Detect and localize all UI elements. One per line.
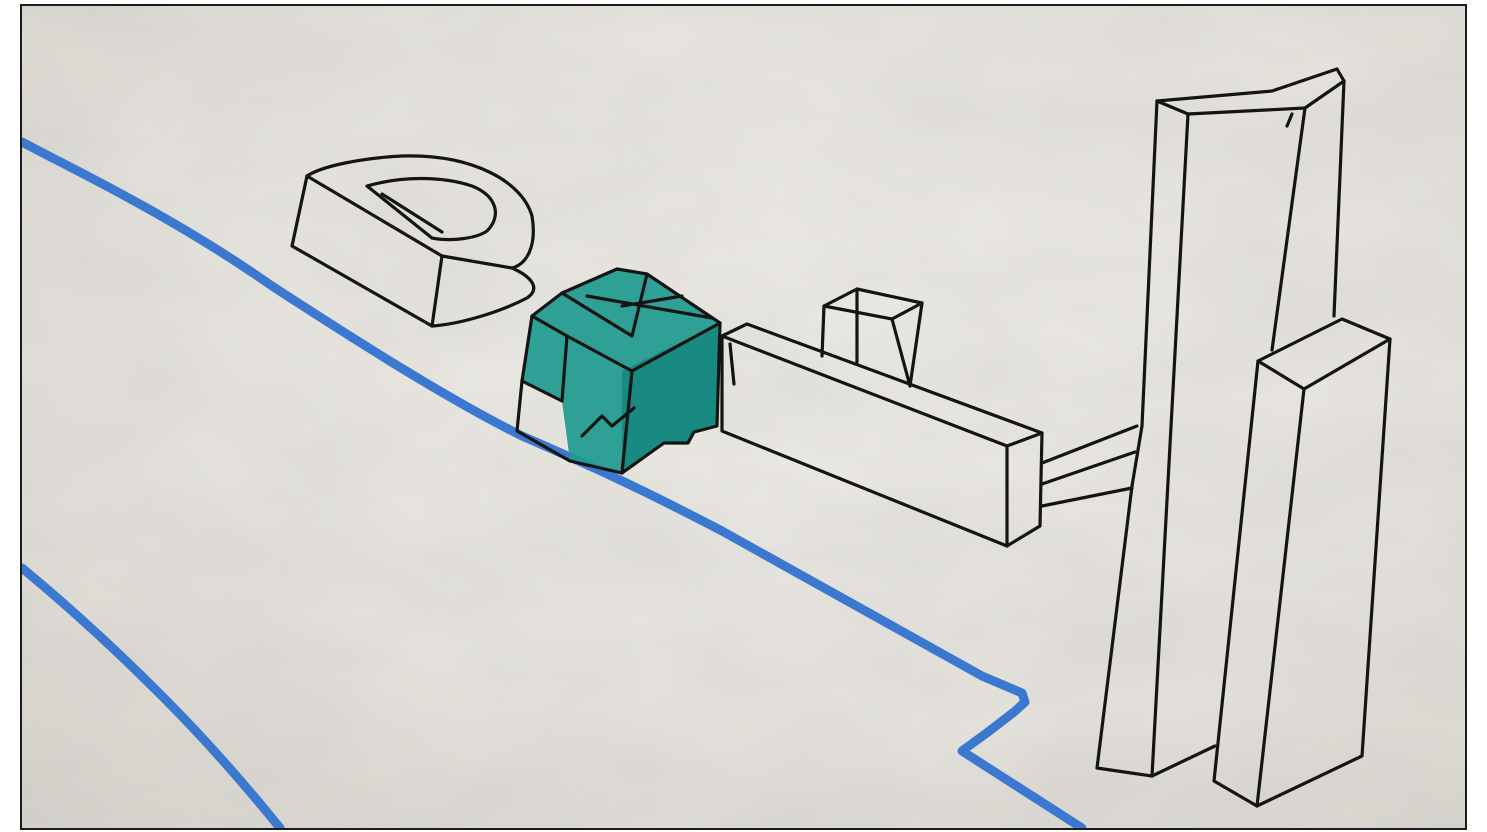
river-line-lower bbox=[22, 563, 285, 828]
sky-bridge bbox=[1040, 424, 1139, 508]
paper-wrinkles bbox=[22, 6, 1465, 828]
sketch-canvas bbox=[22, 6, 1465, 828]
small-tower-box bbox=[820, 287, 924, 388]
tall-tower bbox=[1095, 67, 1346, 778]
d-shaped-building bbox=[290, 154, 536, 328]
photo-frame bbox=[20, 4, 1467, 830]
highlighted-building bbox=[515, 267, 722, 475]
front-tower bbox=[1212, 317, 1392, 808]
